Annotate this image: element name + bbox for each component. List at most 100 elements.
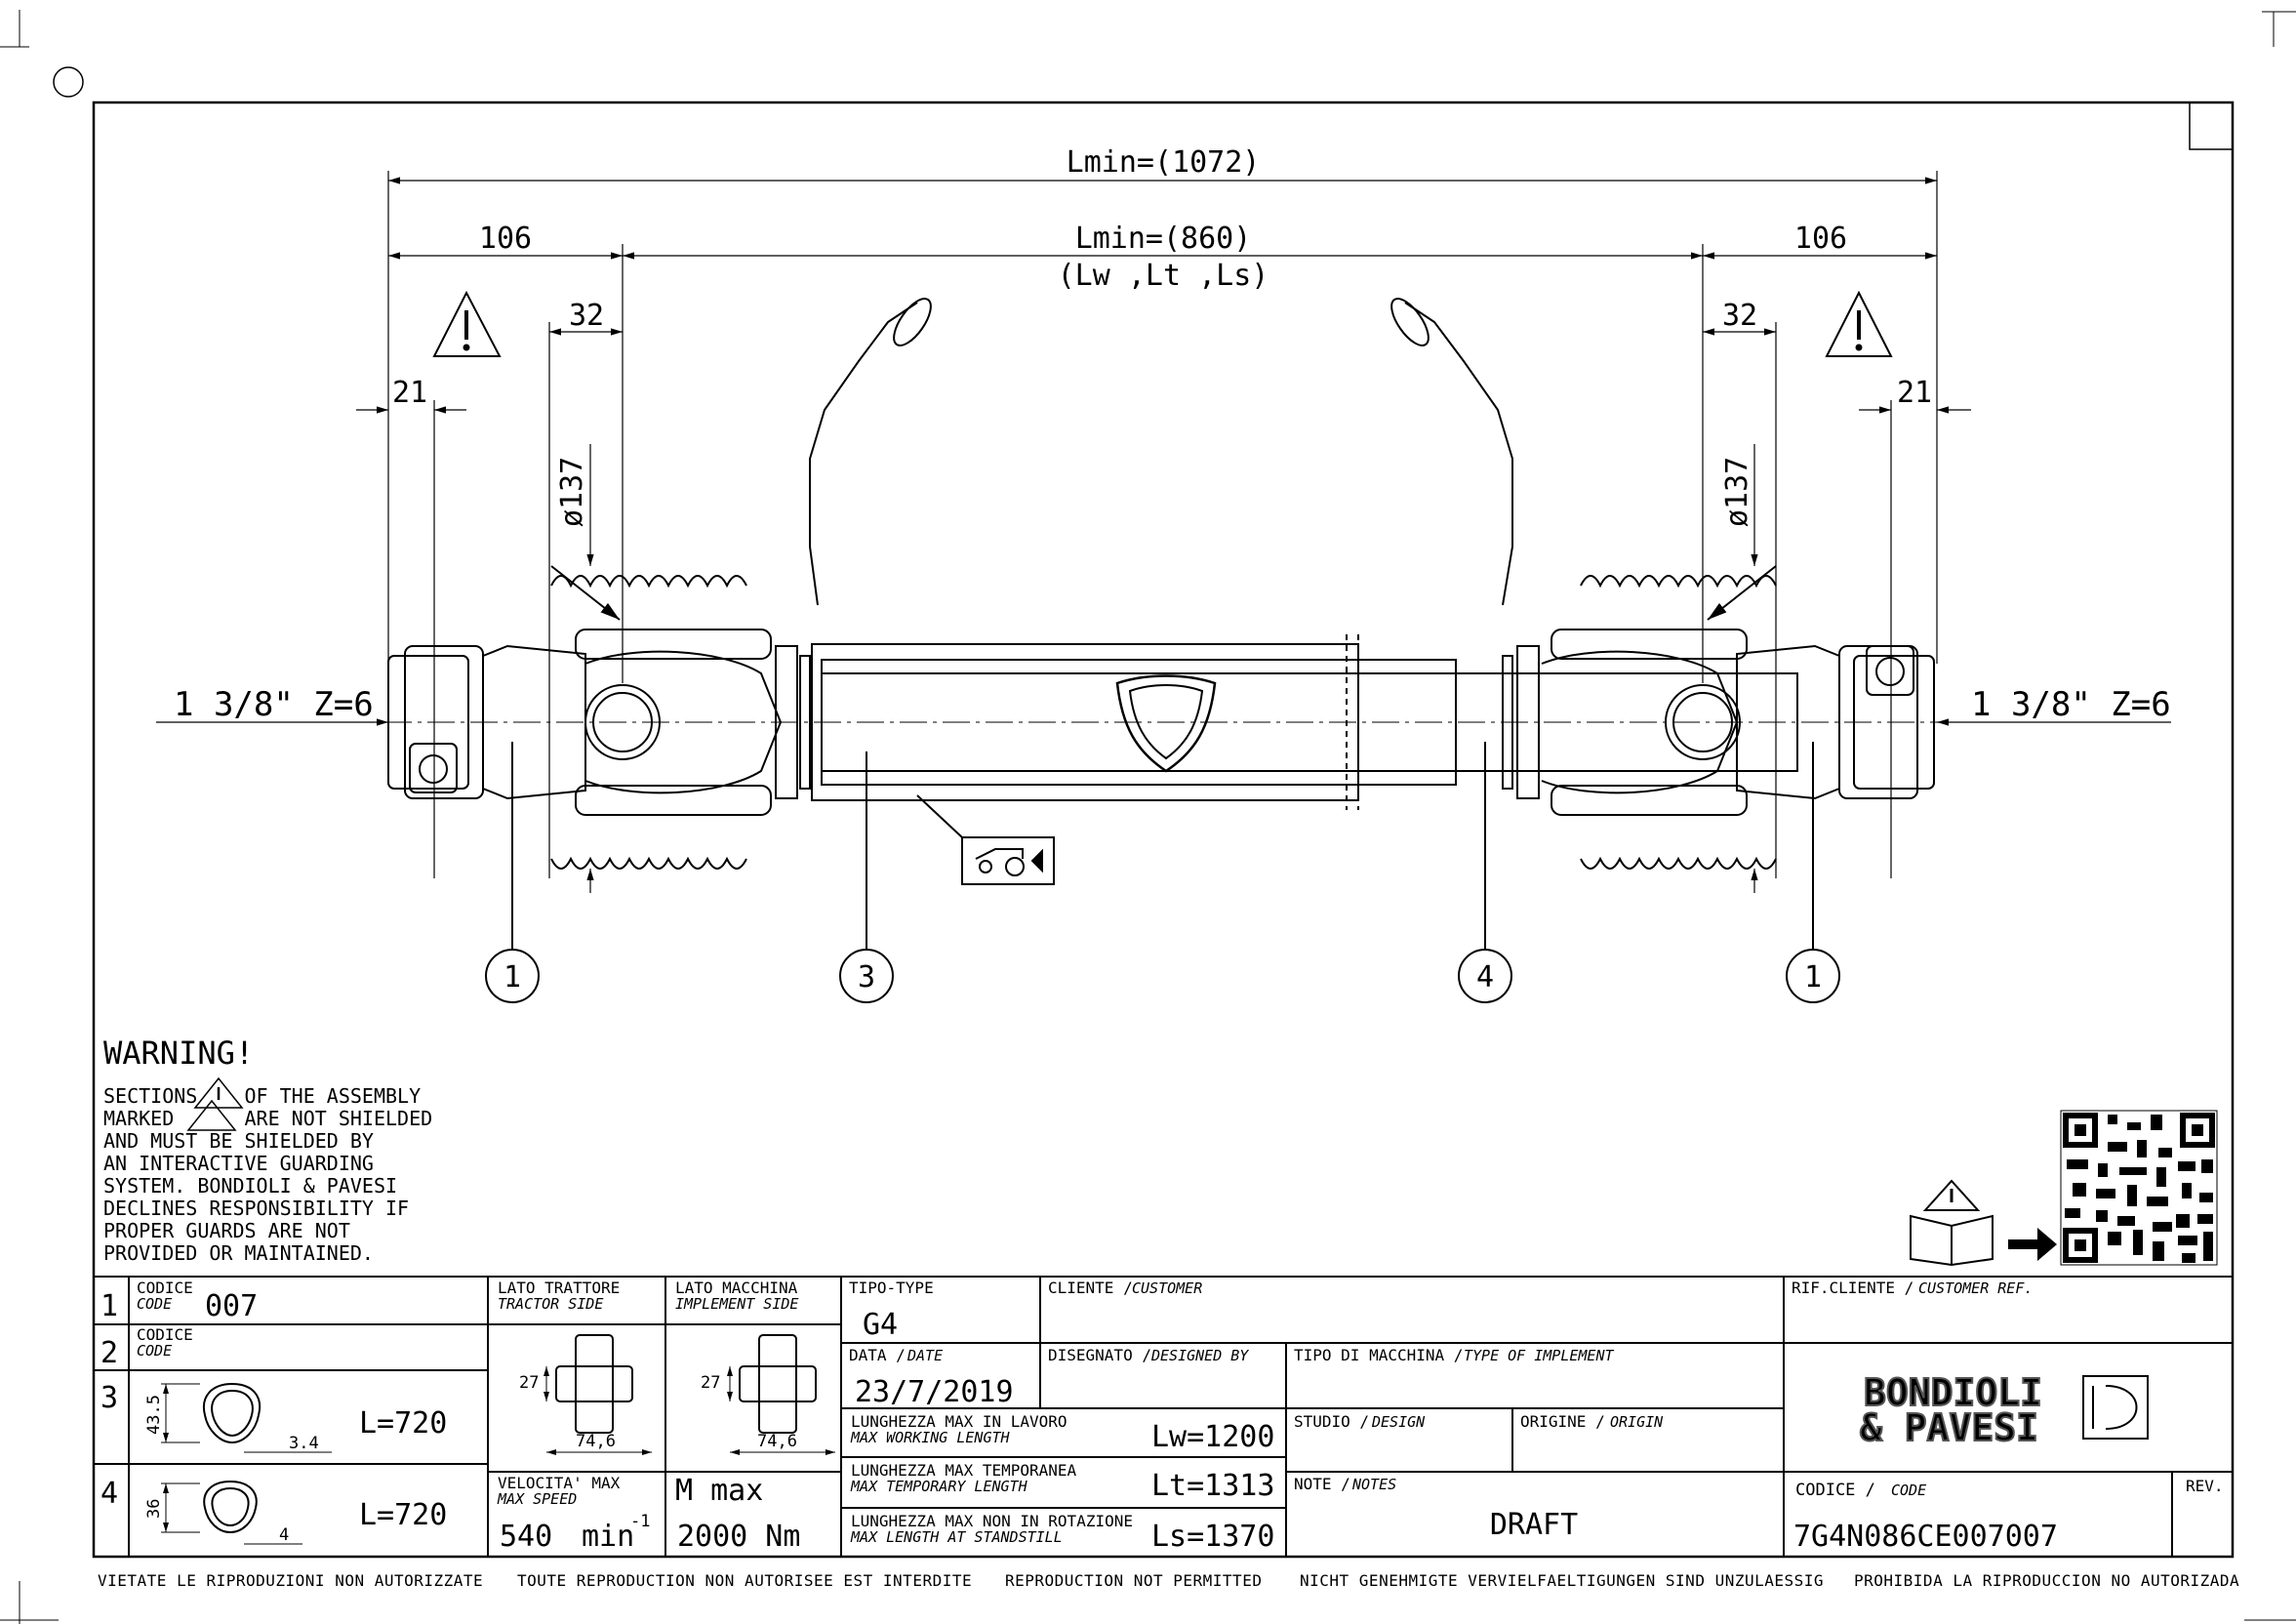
code-label-en: CODE <box>137 1342 172 1360</box>
customer-label-en: CUSTOMER <box>1132 1279 1202 1297</box>
qr-code-icon <box>2060 1110 2218 1266</box>
customer-label-it: CLIENTE / <box>1048 1279 1133 1297</box>
cross-height: 27 <box>701 1373 720 1393</box>
ls-label-en: MAX LENGTH AT STANDSTILL <box>850 1528 1063 1546</box>
footer-notice: PROHIBIDA LA RIPRODUCCION NO AUTORIZADA <box>1854 1571 2239 1590</box>
warning-triangle-icon <box>186 1099 237 1131</box>
notes-label-en: NOTES <box>1351 1476 1396 1493</box>
implement-side-label-en: IMPLEMENT SIDE <box>675 1295 798 1313</box>
logo-text: & PAVESI <box>1860 1406 2038 1449</box>
title-block-grid <box>94 1276 2233 1557</box>
revision-label: REV. <box>2186 1477 2224 1495</box>
designed-by-label-it: DISEGNATO / <box>1048 1346 1151 1364</box>
customer-ref-label-en: CUSTOMER REF. <box>1918 1279 2033 1297</box>
read-manual-icon <box>1910 1179 1994 1267</box>
lw-label-en: MAX WORKING LENGTH <box>850 1429 1011 1446</box>
cross-height: 27 <box>519 1373 539 1393</box>
origin-label-en: ORIGIN <box>1610 1413 1664 1431</box>
type-label: TIPO-TYPE <box>849 1279 934 1297</box>
dim-lmin-inner: Lmin=(860) <box>1075 222 1252 256</box>
lw-value: Lw=1200 <box>1151 1420 1274 1454</box>
part-row-number: 4 <box>101 1477 118 1511</box>
date-label-it: DATA / <box>849 1346 906 1364</box>
footer-notice: VIETATE LE RIPRODUZIONI NON AUTORIZZATE <box>98 1571 483 1590</box>
balloon-1-left: 1 <box>504 960 521 995</box>
date-value: 23/7/2019 <box>855 1375 1014 1409</box>
code-label-en: CODE <box>1891 1482 1926 1499</box>
designed-by-label-en: DESIGNED BY <box>1150 1347 1249 1364</box>
warning-line: SECTIONS OF THE ASSEMBLY <box>103 1084 421 1108</box>
date-label-en: DATE <box>906 1347 943 1364</box>
warning-line: MARKED ARE NOT SHIELDED <box>103 1107 432 1130</box>
dim-lmin-total: Lmin=(1072) <box>1067 145 1261 180</box>
lt-label-it: LUNGHEZZA MAX TEMPORANEA <box>851 1461 1077 1480</box>
dimension-lines <box>156 171 2171 893</box>
warning-triangle-icon <box>432 290 502 357</box>
warning-line: AN INTERACTIVE GUARDING <box>103 1152 374 1175</box>
studio-label-it: STUDIO / <box>1294 1412 1369 1431</box>
cross-width: 74,6 <box>757 1432 797 1451</box>
warning-title: WARNING! <box>103 1035 254 1072</box>
profile-height: 43.5 <box>144 1395 164 1435</box>
footer-notice: TOUTE REPRODUCTION NON AUTORISEE EST INT… <box>517 1571 972 1590</box>
drawing-code-value: 7G4N086CE007007 <box>1793 1520 2058 1554</box>
dim-right-spline: 1 3/8" Z=6 <box>1971 685 2171 724</box>
ls-value: Ls=1370 <box>1151 1520 1274 1554</box>
profile-thickness: 3.4 <box>289 1434 319 1453</box>
tractor-side-label-it: LATO TRATTORE <box>498 1279 620 1297</box>
balloon-4: 4 <box>1476 960 1494 995</box>
part-row-number: 1 <box>101 1289 118 1323</box>
dim-left-32: 32 <box>569 299 604 333</box>
max-torque-label: M max <box>675 1474 763 1508</box>
max-speed-label-it: VELOCITA' MAX <box>498 1474 621 1492</box>
max-speed-exponent: -1 <box>630 1512 650 1531</box>
profile-height: 36 <box>144 1499 164 1519</box>
dim-left-21: 21 <box>392 376 427 410</box>
code-label-en: CODE <box>137 1295 172 1313</box>
implement-type-label-en: TYPE OF IMPLEMENT <box>1464 1347 1614 1364</box>
studio-label-en: DESIGN <box>1371 1413 1426 1431</box>
max-speed-unit: min <box>582 1520 634 1554</box>
footer-notice: REPRODUCTION NOT PERMITTED <box>1005 1571 1262 1590</box>
logo-text: BONDIOLI <box>1864 1371 2042 1414</box>
code-label-it: CODICE / <box>1795 1481 1875 1500</box>
dim-left-spline: 1 3/8" Z=6 <box>174 685 374 724</box>
dim-left-dia: ø137 <box>555 457 589 527</box>
customer-ref-label-it: RIF.CLIENTE / <box>1792 1279 1913 1297</box>
code-label-it: CODICE <box>137 1325 193 1344</box>
warning-line: SYSTEM. BONDIOLI & PAVESI <box>103 1174 397 1198</box>
ls-label-it: LUNGHEZZA MAX NON IN ROTAZIONE <box>851 1512 1133 1530</box>
dim-right-106: 106 <box>1794 222 1847 256</box>
cross-width: 74,6 <box>576 1432 616 1451</box>
part-row-number: 3 <box>101 1381 118 1415</box>
dim-right-21: 21 <box>1897 376 1932 410</box>
max-speed-value: 540 <box>500 1520 552 1554</box>
driveline-shaft <box>387 298 1935 1003</box>
dim-lw-lt-ls: (Lw ,Lt ,Ls) <box>1058 259 1269 293</box>
balloon-3: 3 <box>858 960 875 995</box>
dim-right-dia: ø137 <box>1720 457 1754 527</box>
lt-label-en: MAX TEMPORARY LENGTH <box>850 1478 1028 1495</box>
implement-side-label-it: LATO MACCHINA <box>675 1279 798 1297</box>
arrow-right-icon <box>2008 1228 2057 1261</box>
part-row-number: 2 <box>101 1336 118 1370</box>
warning-triangle-icon <box>1825 290 1893 357</box>
balloon-1-right: 1 <box>1804 960 1822 995</box>
tube-length: L=720 <box>359 1498 447 1532</box>
max-speed-label-en: MAX SPEED <box>497 1490 577 1508</box>
lw-label-it: LUNGHEZZA MAX IN LAVORO <box>851 1412 1067 1431</box>
warning-line: PROPER GUARDS ARE NOT <box>103 1219 350 1242</box>
type-value: G4 <box>863 1308 898 1342</box>
sheet-frame <box>0 10 2296 1624</box>
dim-left-106: 106 <box>479 222 532 256</box>
implement-type-label-it: TIPO DI MACCHINA / <box>1294 1346 1463 1364</box>
warning-line: PROVIDED OR MAINTAINED. <box>103 1241 374 1265</box>
origin-label-it: ORIGINE / <box>1520 1412 1605 1431</box>
notes-value: DRAFT <box>1490 1508 1578 1542</box>
warning-triangle-icon <box>193 1076 244 1109</box>
tube-length: L=720 <box>359 1406 447 1441</box>
footer-notice: NICHT GENEHMIGTE VERVIELFAELTIGUNGEN SIN… <box>1300 1571 1824 1590</box>
profile-thickness: 4 <box>279 1525 289 1545</box>
tractor-side-label-en: TRACTOR SIDE <box>498 1295 603 1313</box>
